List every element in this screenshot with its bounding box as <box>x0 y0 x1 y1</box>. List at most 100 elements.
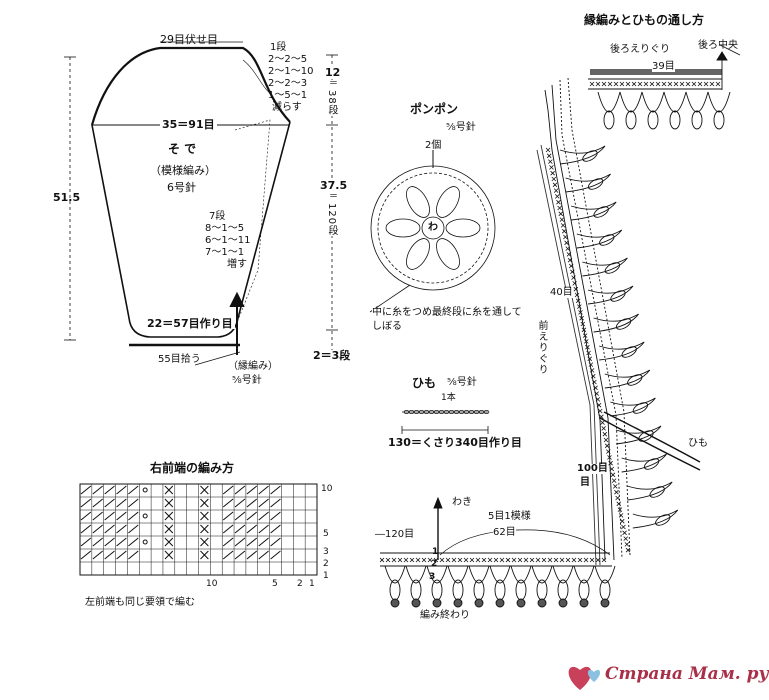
edge-scallop <box>593 313 639 333</box>
edge-scallop <box>571 201 617 221</box>
cross-stitch <box>625 547 631 553</box>
pompom-petal <box>445 218 481 238</box>
cross-stitch <box>655 81 661 87</box>
cross-stitch <box>643 81 649 87</box>
chart-cross-stitch <box>200 550 209 560</box>
decrease-line: 2～2～5 <box>268 54 308 65</box>
edge-scallop <box>621 453 667 473</box>
chart-decrease <box>116 550 127 560</box>
cross-stitch <box>550 170 555 176</box>
chart-decrease <box>128 524 139 534</box>
increase-line: 増す <box>227 259 247 270</box>
pompom-motif <box>369 150 496 313</box>
cross-stitch <box>589 368 595 373</box>
cord-hook: ⅝号針 <box>447 377 477 388</box>
chart-decrease <box>222 511 234 521</box>
sleeve-bind-off-label: 29目伏せ目 <box>160 33 218 46</box>
cross-stitch <box>535 557 541 563</box>
cross-stitch <box>575 298 581 304</box>
cross-stitch <box>561 228 567 234</box>
pompom-hook: ⅝号針 <box>446 122 476 133</box>
cross-stitch <box>631 81 637 87</box>
sleeve-shape <box>90 46 291 347</box>
edge-picot <box>610 290 626 302</box>
hem-bobble <box>537 598 547 608</box>
cross-stitch <box>649 81 655 87</box>
pompom-center: わ <box>428 222 438 233</box>
top-picot <box>713 110 725 130</box>
cross-stitch <box>547 557 553 563</box>
cross-stitch <box>612 484 618 489</box>
chart-decrease <box>116 498 127 508</box>
edge-picot <box>593 206 609 218</box>
cross-stitch <box>556 199 561 205</box>
cross-stitch <box>439 557 445 563</box>
cross-stitch <box>523 557 529 563</box>
watermark-site[interactable]: Страна Мам. ру <box>605 666 769 683</box>
chart-cross-stitch <box>164 498 174 508</box>
chart-decrease <box>104 485 115 495</box>
chart-decrease <box>80 537 92 547</box>
cross-stitch <box>601 81 607 87</box>
pompom-count: 2個 <box>425 140 442 151</box>
cord-pointer-label: ひも <box>688 438 708 449</box>
chart-cross-stitch <box>164 550 174 560</box>
chart-decrease <box>128 537 139 547</box>
chart-decrease <box>258 511 269 521</box>
chart-row-label: 5 <box>323 529 329 539</box>
cross-stitch <box>601 557 607 563</box>
edge-picot <box>599 234 615 246</box>
pompom-petal <box>436 186 460 218</box>
cross-stitch <box>445 557 451 563</box>
cross-stitch <box>613 81 619 87</box>
cord-count: 1本 <box>441 393 456 403</box>
cross-stitch <box>703 81 709 87</box>
cross-stitch <box>685 81 691 87</box>
cross-stitch <box>592 379 597 385</box>
cross-stitch <box>469 557 475 563</box>
hem-bobble <box>390 598 400 608</box>
cross-stitch <box>602 431 608 437</box>
hem-scallop <box>510 565 532 584</box>
cross-stitch <box>589 557 595 563</box>
edge-picot <box>638 430 654 442</box>
chart-decrease <box>128 550 139 560</box>
cross-stitch <box>595 397 601 402</box>
top-scallop <box>597 91 621 113</box>
hem-bobble <box>474 598 484 608</box>
equals-sign: ＝ <box>329 79 339 89</box>
top-scallop <box>641 91 665 113</box>
cross-stitch <box>595 557 601 563</box>
cross-stitch <box>596 402 602 408</box>
cross-stitch <box>667 81 673 87</box>
chart-decrease <box>270 524 281 534</box>
chart-decrease <box>104 550 115 560</box>
edge-picot <box>627 374 643 386</box>
hem-scallop <box>405 565 427 584</box>
cross-stitch <box>554 194 560 199</box>
increase-line: 6～1～11 <box>205 235 251 246</box>
cross-stitch <box>559 217 565 222</box>
watermark-site-name: Страна Мам <box>605 664 735 684</box>
cross-stitch <box>619 518 625 524</box>
chart-decrease <box>234 498 246 508</box>
cross-stitch <box>451 557 457 563</box>
chart-decrease <box>92 485 104 495</box>
cross-stitch <box>551 176 557 182</box>
cross-stitch <box>574 292 580 298</box>
sleeve-edge-hook: ⅝号針 <box>232 375 262 386</box>
cross-stitch <box>563 234 568 240</box>
chart-decrease <box>222 524 234 534</box>
increase-line: 8～1～5 <box>205 223 245 234</box>
cross-stitch <box>590 373 596 379</box>
cross-stitch <box>697 81 703 87</box>
hem-count: 62目 <box>493 527 516 538</box>
chart-decrease <box>270 537 281 547</box>
top-scallop <box>685 91 709 113</box>
edge-picot <box>615 318 632 330</box>
cross-stitch <box>601 426 606 431</box>
cross-stitch <box>570 269 575 275</box>
front-edge-count: 100目 <box>577 463 608 474</box>
cross-stitch <box>595 81 601 87</box>
hem-scallop <box>489 565 511 584</box>
